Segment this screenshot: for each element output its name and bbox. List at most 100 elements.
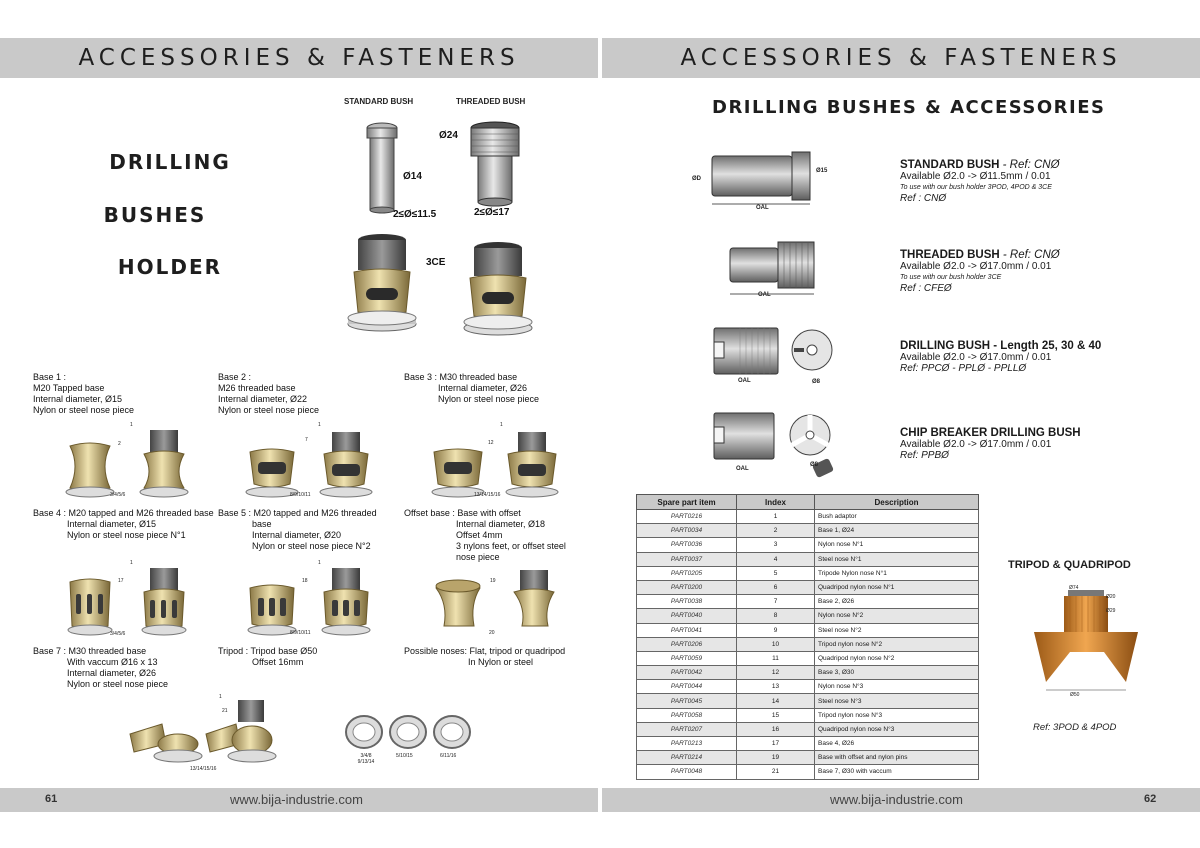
part-number-cell: PART0216 [636,508,737,525]
index-cell: 14 [736,693,815,709]
product-threaded-bush: THREADED BUSH - Ref: CNØ Available Ø2.0 … [900,249,1180,294]
base-5-line-2: Internal diameter, Ø20 [252,530,342,540]
part-number-cell: PART0058 [636,707,737,723]
nose-label-1: 3/4/8 9/13/14 [357,753,375,765]
b5-label-2: 18 [302,578,308,584]
thr-oal-label: OAL [758,292,771,298]
index-cell: 8 [736,608,815,624]
nose-rings-illustration [345,715,471,749]
base-1-illustration [65,430,189,498]
holder-3ce-illustration-left [347,234,417,332]
part-number-cell: PART0042 [636,665,737,681]
drilling-bush-drawing [713,327,833,375]
description-cell: Base 2, Ø26 [814,594,979,610]
index-cell: 16 [736,721,815,738]
base-2-line-2: Internal diameter, Ø22 [218,394,308,404]
b1-label-2: 2 [118,441,121,447]
index-cell: 9 [736,622,815,638]
description-cell: Nylon nose N°1 [814,537,979,553]
dim-d24: Ø24 [439,130,458,141]
base-3-line-1: Internal diameter, Ø26 [438,383,528,393]
part-number-cell: PART0214 [636,750,737,766]
product-chip-breaker: CHIP BREAKER DRILLING BUSH Available Ø2.… [900,427,1180,461]
b3-label-2: 12 [488,440,494,446]
tripod-base-title: Tripod : Tripod base Ø50 [218,646,318,656]
spare-parts-table: Spare part item Index Description PART02… [636,494,979,780]
base-7-line-3: Nylon or steel nose piece [67,679,169,689]
drilling-bush-availability: Available Ø2.0 -> Ø17.0mm / 0.01 [900,352,1052,363]
title-line-3: HOLDER [117,255,223,279]
col-description: Description [814,494,979,510]
threaded-bush-name: THREADED BUSH [900,249,1000,261]
b7-label-2: 21 [222,708,228,714]
b4-label-3: 3/4/5/6 [110,631,126,637]
base-5-illustration [247,568,371,636]
part-number-cell: PART0036 [636,537,737,553]
description-cell: Nylon nose N°3 [814,679,979,695]
base-7-line-2: Internal diameter, Ø26 [67,668,157,678]
dim-range-threaded: 2≤Ø≤17 [474,207,510,218]
base-offset-text: Offset base : Base with offset Internal … [404,508,566,563]
base-offset-title: Offset base : Base with offset [404,508,521,518]
tripod-base-text: Tripod : Tripod base Ø50 Offset 16mm [218,646,317,668]
b3-label-1: 1 [500,422,503,428]
description-cell: Quadripod nylon nose N°3 [814,721,979,738]
right-page-header: ACCESSORIES & FASTENERS [602,38,1200,78]
tripod-base-line-1: Offset 16mm [252,657,304,667]
standard-bush-ref-inline: - Ref: CNØ [999,159,1060,171]
chip-breaker-drawing [713,412,834,478]
index-cell: 3 [736,537,815,553]
index-cell: 21 [736,764,815,780]
base-1-line-2: Internal diameter, Ø15 [33,394,123,404]
base-7-illustration [129,700,277,763]
b2-label-1: 1 [318,422,321,428]
part-number-cell: PART0206 [636,636,737,652]
tripod-dim-1: Ø74 [1069,585,1079,591]
threaded-bush-note: To use with our bush holder 3CE [900,274,1002,281]
noses-title: Possible noses: Flat, tripod or quadripo… [404,646,566,656]
index-cell: 15 [736,707,815,723]
std-oal-label: OAL [756,205,769,211]
chip-breaker-ref: Ref: PPBØ [900,450,949,461]
base-5-text: Base 5 : M20 tapped and M26 threaded bas… [218,508,388,552]
base-7-line-1: With vaccum Ø16 x 13 [67,657,158,667]
b4-label-2: 17 [118,578,124,584]
base-offset-line-2: Offset 4mm [456,530,503,540]
index-cell: 13 [736,679,815,695]
std-o15-label: Ø15 [816,168,828,174]
right-footer-url[interactable]: www.bija-industrie.com [830,792,963,807]
b7-label-1: 1 [219,694,222,700]
base-5-line-1: base [252,519,272,529]
standard-bush-drawing [711,151,811,205]
b6-label-1: 19 [490,578,496,584]
description-cell: Tripod nylon nose N°3 [814,707,979,723]
left-footer-url[interactable]: www.bija-industrie.com [230,792,363,807]
base-1-title: Base 1 : [33,372,67,382]
nose-label-2: 5/10/15 [396,753,413,759]
base-4-illustration [67,568,187,636]
drill-o8-label: Ø8 [812,379,821,385]
description-cell: Bush adaptor [814,508,979,525]
index-cell: 5 [736,565,815,581]
base-3-line-2: Nylon or steel nose piece [438,394,540,404]
description-cell: Tripode Nylon nose N°1 [814,565,979,581]
noses-line-1: In Nylon or steel [468,657,534,667]
noses-text: Possible noses: Flat, tripod or quadripo… [404,646,565,668]
base-2-line-1: M26 threaded base [218,383,296,393]
description-cell: Quadripod nylon nose N°2 [814,650,979,667]
base-2-line-3: Nylon or steel nose piece [218,405,320,415]
description-cell: Base 3, Ø30 [814,665,979,681]
base-3-title: Base 3 : M30 threaded base [404,372,518,382]
col-index: Index [736,494,815,510]
part-number-cell: PART0048 [636,764,737,780]
product-standard-bush: STANDARD BUSH - Ref: CNØ Available Ø2.0 … [900,159,1180,204]
dim-3ce: 3CE [426,257,446,268]
chip-oal-label: OAL [736,466,749,472]
tripod-ref: Ref: 3POD & 4POD [1033,722,1117,733]
base-2-title: Base 2 : [218,372,252,382]
index-cell: 11 [736,650,815,667]
